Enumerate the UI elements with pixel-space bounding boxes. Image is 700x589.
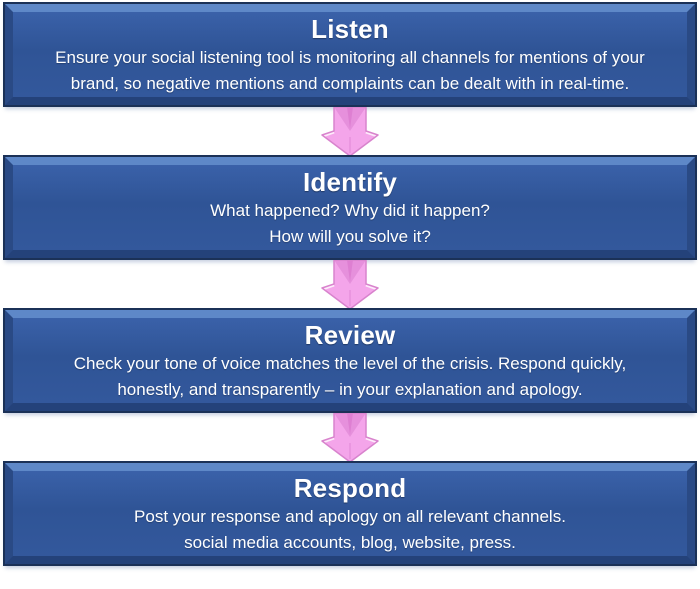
- down-arrow-wing-highlight-left: [323, 130, 335, 137]
- down-arrow-base: [322, 413, 378, 462]
- step-review: Review Check your tone of voice matches …: [3, 308, 697, 413]
- down-arrow-outline: [321, 260, 379, 310]
- down-arrow-ridge: [347, 260, 353, 282]
- step-listen-title: Listen: [311, 14, 389, 44]
- step-review-line-1: Check your tone of voice matches the lev…: [73, 354, 627, 373]
- step-review-title: Review: [304, 320, 396, 350]
- down-arrow-icon: [321, 107, 379, 157]
- step-respond: Respond Post your response and apology o…: [3, 461, 697, 566]
- down-arrow-ridge: [347, 413, 353, 435]
- step-respond-line-1: Post your response and apology on all re…: [134, 507, 566, 526]
- step-listen-line-2: brand, so negative mentions and complain…: [70, 74, 630, 93]
- down-arrow-wing-highlight-left: [323, 436, 335, 443]
- down-arrow-outline: [321, 107, 379, 157]
- step-review-line-2: honestly, and transparently – in your ex…: [117, 380, 583, 399]
- down-arrow-wing-highlight-right: [365, 130, 377, 137]
- step-listen: Listen Ensure your social listening tool…: [3, 2, 697, 107]
- connector-1: [5, 105, 695, 157]
- down-arrow-icon: [321, 260, 379, 310]
- down-arrow-ridge: [347, 107, 353, 129]
- down-arrow-wing-highlight-right: [365, 283, 377, 290]
- down-arrow-wing-highlight-right: [365, 436, 377, 443]
- step-listen-body: Ensure your social listening tool is mon…: [13, 45, 687, 97]
- step-review-body: Check your tone of voice matches the lev…: [13, 351, 687, 403]
- step-identify-title: Identify: [302, 167, 398, 197]
- step-identify-body: What happened? Why did it happen? How wi…: [13, 198, 687, 250]
- down-arrow-base: [322, 107, 378, 156]
- step-identify-line-2: How will you solve it?: [269, 227, 431, 246]
- connector-3: [5, 411, 695, 463]
- step-identify: Identify What happened? Why did it happe…: [3, 155, 697, 260]
- step-identify-line-1: What happened? Why did it happen?: [210, 201, 490, 220]
- step-listen-line-1: Ensure your social listening tool is mon…: [55, 48, 645, 67]
- step-respond-line-2: social media accounts, blog, website, pr…: [184, 533, 516, 552]
- connector-2: [5, 258, 695, 310]
- down-arrow-outline: [321, 413, 379, 463]
- step-respond-title: Respond: [293, 473, 407, 503]
- down-arrow-icon: [321, 413, 379, 463]
- down-arrow-base: [322, 260, 378, 309]
- down-arrow-wing-highlight-left: [323, 283, 335, 290]
- step-respond-body: Post your response and apology on all re…: [13, 504, 687, 556]
